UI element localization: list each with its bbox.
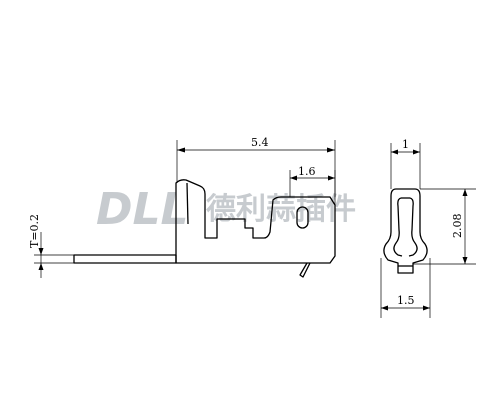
dimension-end-width: 1 xyxy=(390,138,421,189)
terminal-lance xyxy=(299,262,311,278)
watermark: DLL 德利蒜插件 xyxy=(96,184,356,235)
dim-label-end-height: 2.08 xyxy=(451,214,464,239)
end-view-inner-right xyxy=(408,197,418,257)
dim-label-slot-offset: 1.6 xyxy=(298,165,316,178)
dim-label-overall: 5.4 xyxy=(251,136,269,149)
terminal-body xyxy=(175,179,336,264)
dim-label-end-width: 1 xyxy=(402,138,409,151)
dimension-thickness: T=0.2 xyxy=(28,214,74,278)
terminal-oval-window xyxy=(296,206,309,229)
terminal-tail xyxy=(73,254,177,264)
dimension-slot-offset: 1.6 xyxy=(289,165,336,197)
dimension-base-width: 1.5 xyxy=(380,258,431,318)
dim-label-thickness: T=0.2 xyxy=(28,214,41,248)
terminal-bend-line xyxy=(186,182,189,225)
terminal-side-view xyxy=(73,179,336,278)
dim-label-base-width: 1.5 xyxy=(397,294,415,307)
terminal-end-view xyxy=(383,188,428,274)
dimension-end-height: 2.08 xyxy=(413,188,476,265)
watermark-latin: DLL xyxy=(96,184,189,235)
end-view-inner-left xyxy=(393,197,403,257)
end-view-outline xyxy=(383,188,428,274)
